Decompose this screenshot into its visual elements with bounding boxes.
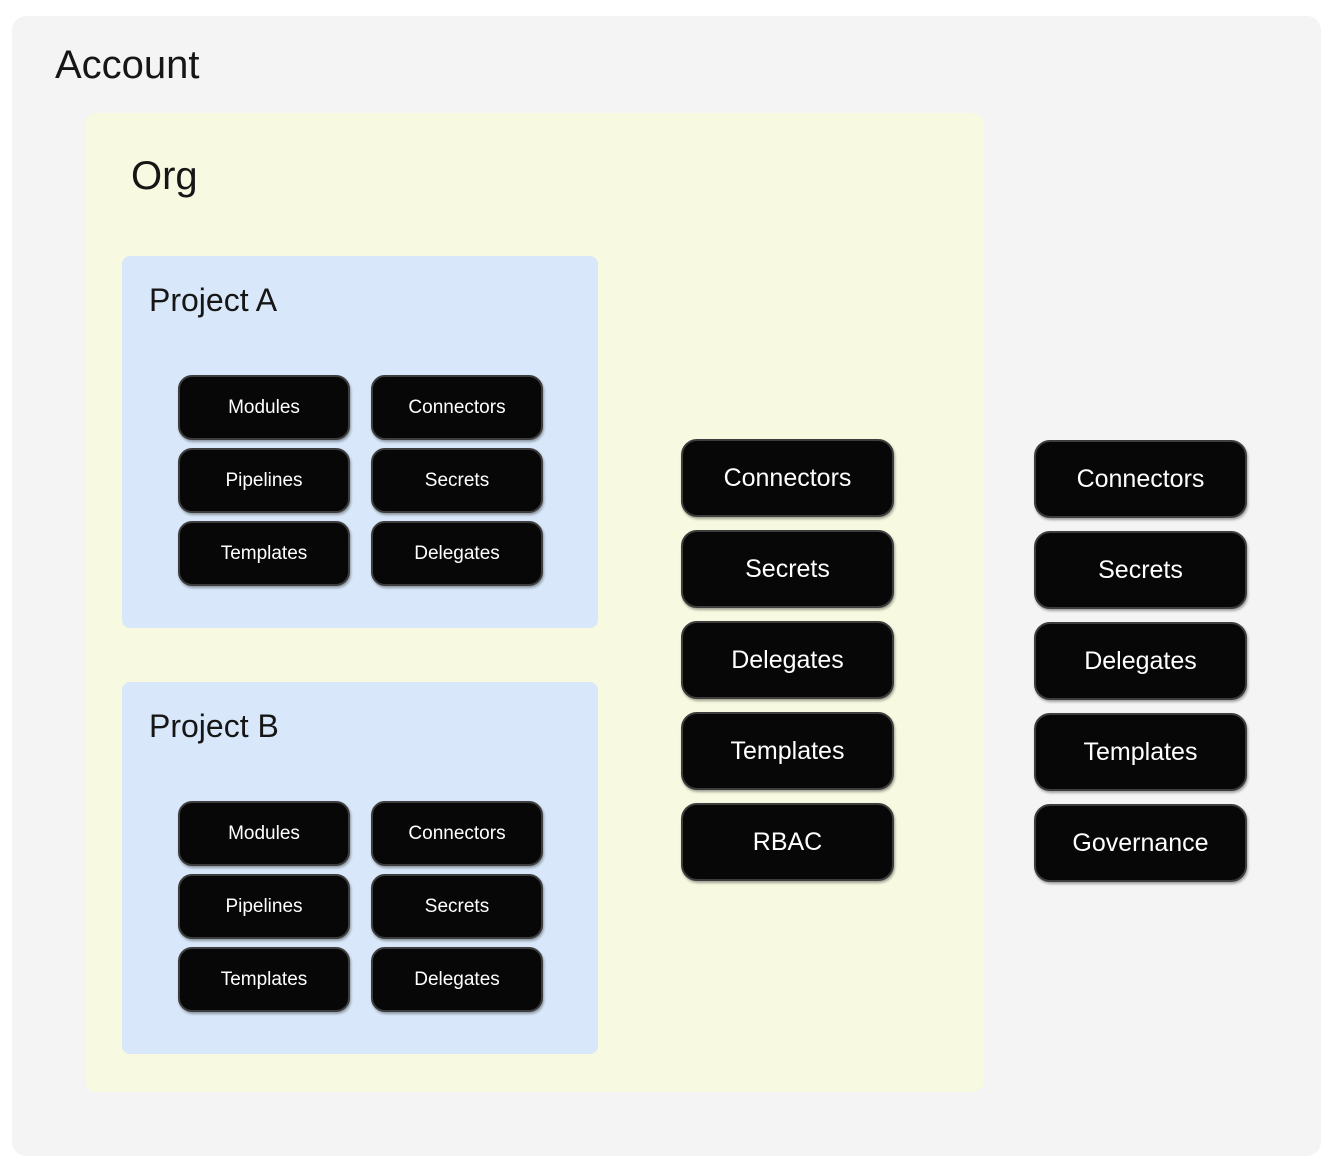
project-a-modules-button[interactable]: Modules — [178, 375, 350, 440]
project-a-pipelines-button[interactable]: Pipelines — [178, 448, 350, 513]
project-b-pipelines-button[interactable]: Pipelines — [178, 874, 350, 939]
project-b-secrets-button[interactable]: Secrets — [371, 874, 543, 939]
org-title: Org — [131, 154, 198, 198]
account-connectors-button[interactable]: Connectors — [1034, 440, 1247, 518]
org-secrets-button[interactable]: Secrets — [681, 530, 894, 608]
account-governance-button[interactable]: Governance — [1034, 804, 1247, 882]
project-a-container: Project A Modules Connectors Pipelines S… — [122, 256, 598, 628]
org-connectors-button[interactable]: Connectors — [681, 439, 894, 517]
org-templates-button[interactable]: Templates — [681, 712, 894, 790]
project-b-title: Project B — [149, 708, 279, 744]
project-a-templates-button[interactable]: Templates — [178, 521, 350, 586]
project-a-buttons: Modules Connectors Pipelines Secrets Tem… — [178, 375, 543, 586]
account-container: Account Org Project A Modules Connectors… — [12, 16, 1321, 1156]
project-a-secrets-button[interactable]: Secrets — [371, 448, 543, 513]
project-b-templates-button[interactable]: Templates — [178, 947, 350, 1012]
account-title: Account — [55, 43, 200, 87]
project-a-connectors-button[interactable]: Connectors — [371, 375, 543, 440]
account-secrets-button[interactable]: Secrets — [1034, 531, 1247, 609]
project-b-delegates-button[interactable]: Delegates — [371, 947, 543, 1012]
project-a-title: Project A — [149, 282, 278, 318]
project-a-delegates-button[interactable]: Delegates — [371, 521, 543, 586]
org-delegates-button[interactable]: Delegates — [681, 621, 894, 699]
account-templates-button[interactable]: Templates — [1034, 713, 1247, 791]
account-delegates-button[interactable]: Delegates — [1034, 622, 1247, 700]
project-b-modules-button[interactable]: Modules — [178, 801, 350, 866]
org-rbac-button[interactable]: RBAC — [681, 803, 894, 881]
project-b-buttons: Modules Connectors Pipelines Secrets Tem… — [178, 801, 543, 1012]
org-buttons: Connectors Secrets Delegates Templates R… — [681, 439, 894, 881]
project-b-container: Project B Modules Connectors Pipelines S… — [122, 682, 598, 1054]
project-b-connectors-button[interactable]: Connectors — [371, 801, 543, 866]
account-buttons: Connectors Secrets Delegates Templates G… — [1034, 440, 1247, 882]
org-container: Org Project A Modules Connectors Pipelin… — [85, 113, 984, 1092]
